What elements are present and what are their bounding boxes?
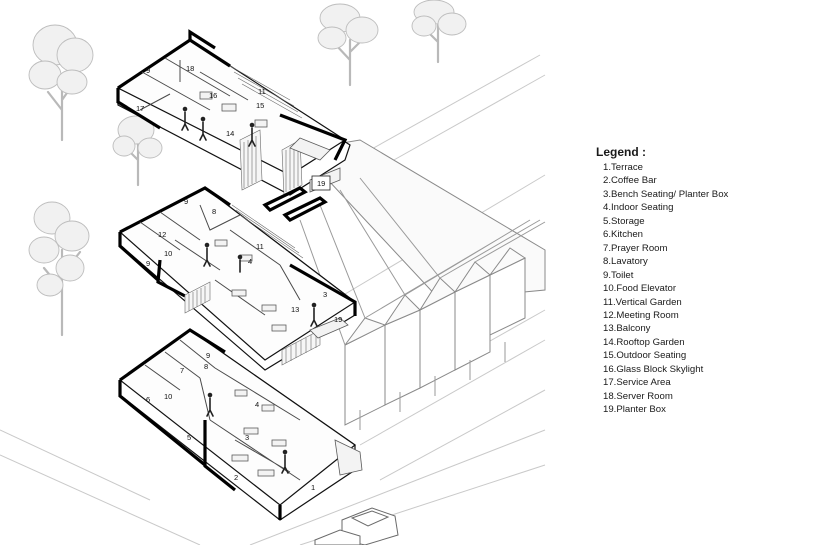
cars: [314, 507, 399, 545]
legend-item: 19.Planter Box: [603, 404, 666, 416]
room-tag: 17: [136, 104, 144, 113]
room-tag: 11: [258, 87, 266, 96]
tree: [28, 201, 90, 337]
room-tag: 2: [234, 473, 238, 482]
legend-item: 1.Terrace: [603, 162, 643, 173]
people: [203, 242, 318, 327]
legend-item: 14.Rooftop Garden: [603, 336, 685, 348]
room-tag: 11: [256, 242, 264, 251]
legend-title: Legend :: [596, 145, 646, 159]
hatched-panels: [229, 65, 303, 196]
room-tag: 7: [180, 366, 184, 375]
room-tag: 9: [206, 351, 210, 360]
legend-item: 15.Outdoor Seating: [603, 350, 687, 362]
room-tag: 12: [158, 230, 166, 239]
roof-level-plan: [116, 29, 351, 222]
room-tag: 4: [248, 257, 252, 266]
legend-item: 5.Storage: [603, 215, 645, 227]
room-tag: 9: [146, 259, 150, 268]
tree: [411, 0, 467, 64]
context-trees: [28, 0, 467, 337]
room-tag: 3: [245, 433, 249, 442]
room-tags: 9 18 16 11 15 14 17 19 9 8 12 10 9 11 4 …: [136, 64, 342, 492]
legend-item: 6.Kitchen: [603, 229, 644, 241]
room-tag: 18: [186, 64, 194, 73]
legend-item: 2.Coffee Bar: [603, 175, 657, 187]
legend-item: 18.Server Room: [603, 390, 673, 402]
legend-item: 7.Prayer Room: [603, 242, 668, 254]
legend-item: 9.Toilet: [603, 269, 634, 281]
room-tag: 14: [226, 129, 234, 138]
ground-floor-plan: [118, 328, 363, 521]
room-tag: 19: [334, 315, 342, 324]
room-tag: 9: [184, 197, 188, 206]
room-tag: 10: [164, 392, 172, 401]
legend-item: 8.Lavatory: [603, 256, 648, 268]
people: [181, 106, 256, 147]
room-tag: 4: [255, 400, 259, 409]
legend-item: 16.Glass Block Skylight: [603, 363, 704, 375]
neighbouring-row-houses: [298, 139, 546, 430]
room-tag: 5: [187, 433, 191, 442]
tree: [317, 3, 379, 87]
room-tag: 16: [209, 91, 217, 100]
room-tag: 8: [212, 207, 216, 216]
legend-item: 3.Bench Seating/ Planter Box: [603, 188, 729, 200]
room-tag: 9: [146, 66, 150, 75]
room-tag: 3: [323, 290, 327, 299]
room-tag: 15: [256, 101, 264, 110]
legend-item: 4.Indoor Seating: [603, 202, 674, 214]
legend-item: 12.Meeting Room: [603, 309, 679, 321]
tree: [112, 115, 163, 187]
legend-item: 17.Service Area: [603, 377, 671, 389]
tree: [28, 24, 94, 142]
room-tag: 19: [317, 179, 325, 188]
room-tag: 1: [311, 483, 315, 492]
room-tag: 13: [291, 305, 299, 314]
legend-item: 10.Food Elevator: [603, 283, 677, 295]
room-tag: 10: [164, 249, 172, 258]
room-tag: 8: [204, 362, 208, 371]
legend-item: 11.Vertical Garden: [603, 296, 682, 308]
first-floor-plan: [118, 186, 357, 371]
people: [206, 392, 289, 474]
room-tag: 6: [146, 395, 150, 404]
legend-item: 13.Balcony: [603, 323, 651, 335]
